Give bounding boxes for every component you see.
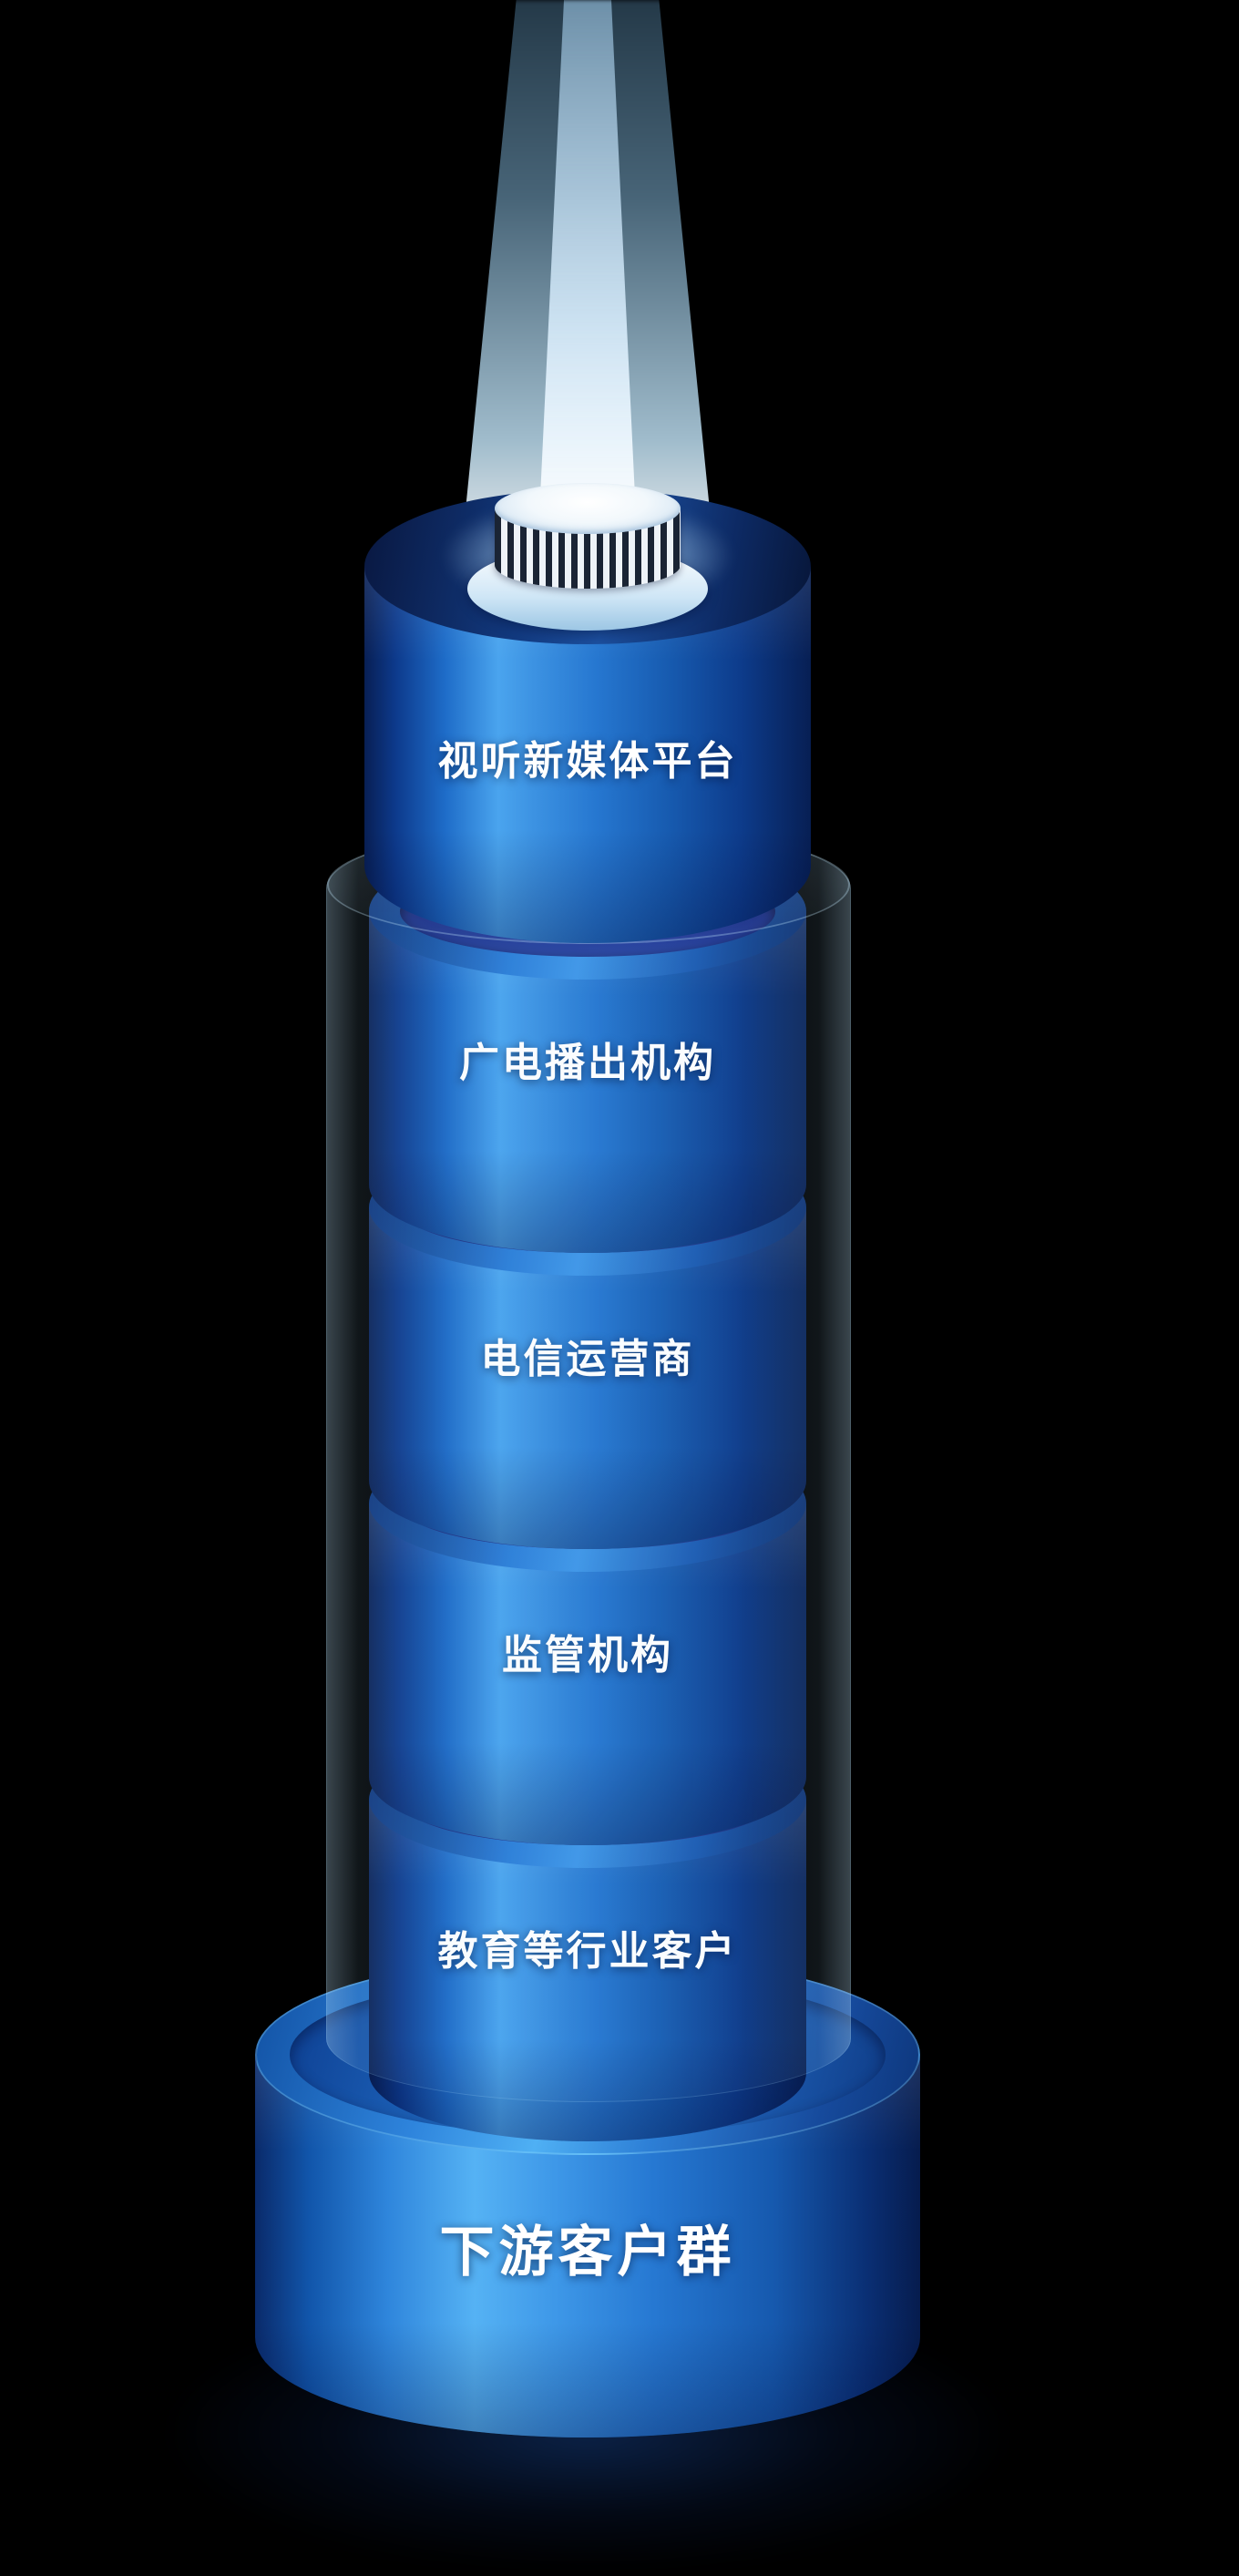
layer-label: 广电播出机构	[459, 1041, 716, 1085]
layer-label: 视听新媒体平台	[437, 739, 738, 784]
cap-top-face-icon	[495, 483, 681, 534]
layer-label: 监管机构	[502, 1633, 673, 1678]
layer-label: 电信运营商	[480, 1337, 695, 1381]
base-label: 下游客户群	[439, 2222, 736, 2283]
cylinder-side	[369, 911, 806, 1253]
layer-label: 教育等行业客户	[437, 1929, 738, 1974]
